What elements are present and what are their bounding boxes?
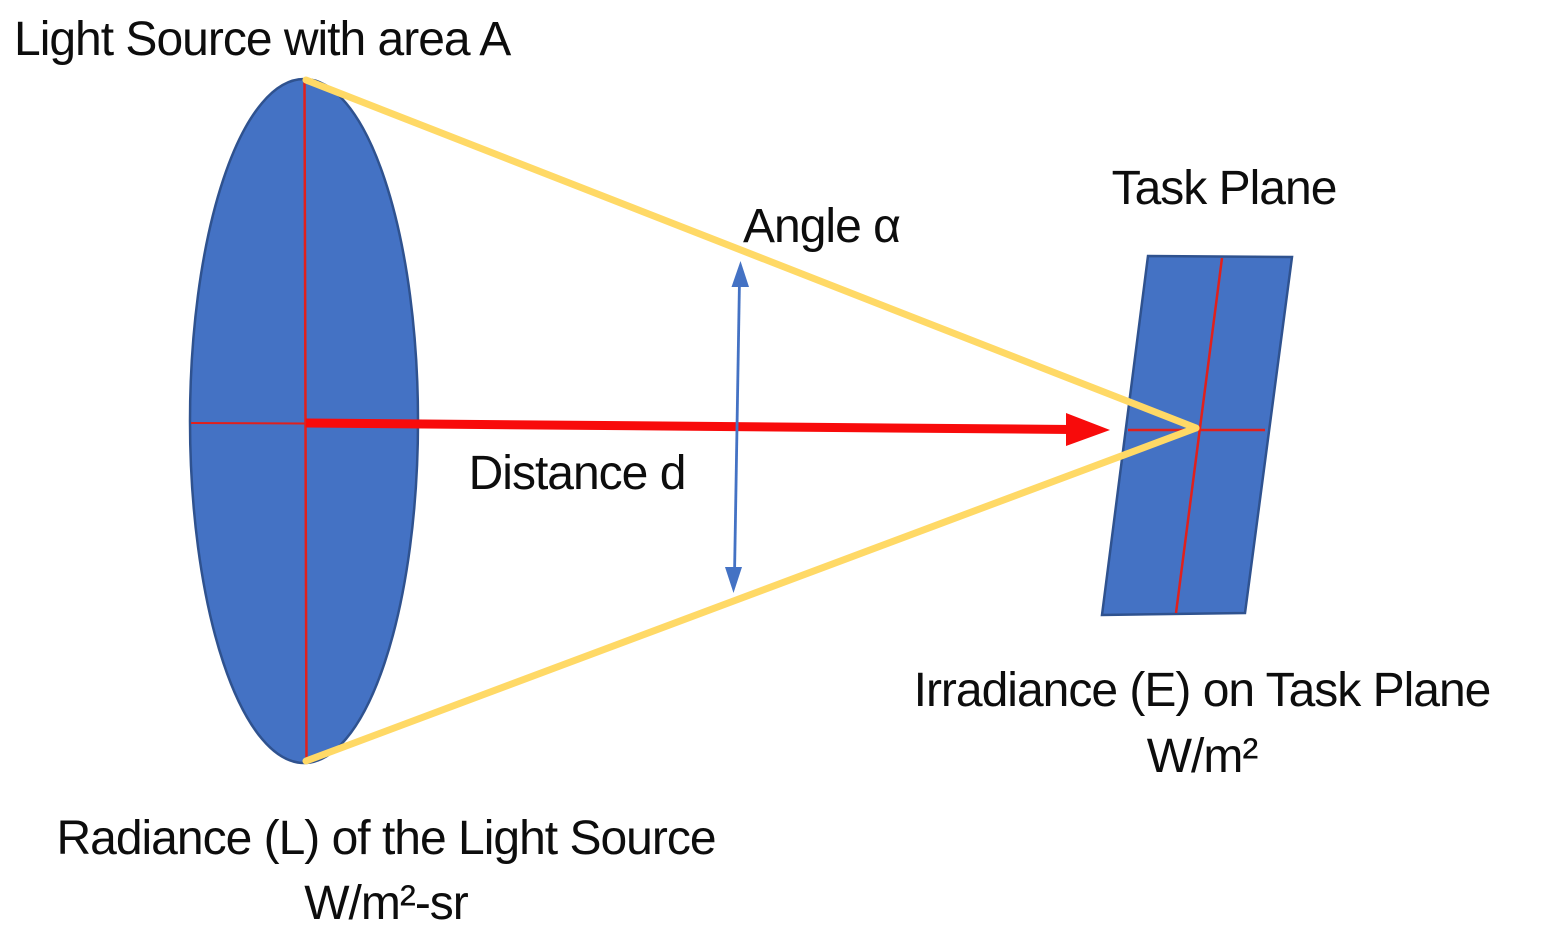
- irradiance-label: Irradiance (E) on Task Plane W/m²: [914, 664, 1492, 783]
- irradiance-label-line2: W/m²: [1147, 730, 1259, 783]
- radiance-label: Radiance (L) of the Light Source W/m²-sr: [56, 812, 716, 930]
- angle-arrowhead-down-icon: [725, 567, 742, 593]
- angle-label: Angle α: [743, 200, 900, 253]
- radiance-label-line1: Radiance (L) of the Light Source: [56, 812, 715, 865]
- angle-arrow-shaft: [733, 279, 741, 576]
- task-plane-shape: [1100, 254, 1294, 617]
- light-ray-lower: [302, 424, 1200, 765]
- distance-arrow-shaft: [305, 418, 1073, 434]
- task-plane-crosshair-vertical: [1174, 257, 1224, 614]
- distance-arrowhead-icon: [1066, 413, 1110, 446]
- ellipse-crosshair-vertical: [303, 79, 308, 762]
- angle-arrowhead-up-icon: [731, 261, 749, 287]
- light-ray-upper: [302, 76, 1200, 432]
- distance-arrow: [305, 413, 1110, 446]
- irradiance-label-line1: Irradiance (E) on Task Plane: [914, 664, 1491, 717]
- light-source-label: Light Source with area A: [14, 13, 511, 66]
- angle-span-arrow: [725, 261, 749, 593]
- distance-label: Distance d: [469, 447, 686, 500]
- radiance-label-line2: W/m²-sr: [304, 877, 469, 930]
- task-plane-label: Task Plane: [1112, 162, 1337, 215]
